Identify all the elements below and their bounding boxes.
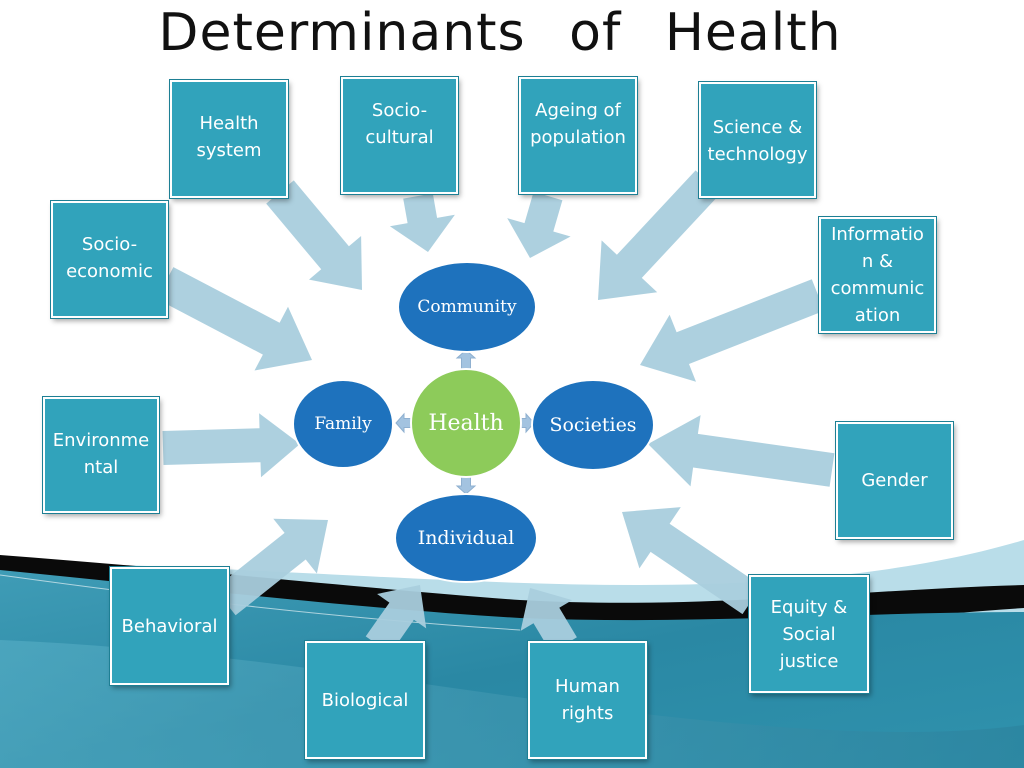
page-title: Determinants of Health <box>158 3 842 63</box>
box-science-technology: Science & technology <box>698 81 817 199</box>
box-equity-social-justice: Equity & Social justice <box>748 574 870 694</box>
arrow-environmental <box>162 413 300 478</box>
arrow-equity-social-justice <box>622 507 762 615</box>
arrow-gender <box>648 415 835 487</box>
node-individual <box>394 493 538 583</box>
node-societies <box>531 379 655 471</box>
arrow-biological <box>365 585 427 654</box>
node-family <box>292 379 394 469</box>
box-ageing-of-population: Ageing of population <box>518 76 638 195</box>
arrow-health-system <box>266 180 362 290</box>
node-community <box>397 261 537 353</box>
box-environmental: Environme ntal <box>42 396 160 514</box>
box-gender: Gender <box>835 421 954 540</box>
box-socio-cultural: Socio- cultural <box>340 76 459 195</box>
box-behavioral: Behavioral <box>109 566 230 686</box>
box-socio-economic: Socio- economic <box>50 200 169 319</box>
arrow-science-technology <box>598 170 721 300</box>
arrow-socio-cultural <box>389 193 455 252</box>
arrow-human-rights <box>520 588 577 653</box>
box-biological: Biological <box>304 640 426 760</box>
node-health <box>410 368 522 478</box>
arrow-behavioral <box>214 518 328 616</box>
arrow-socio-economic <box>156 267 312 371</box>
box-human-rights: Human rights <box>527 640 648 760</box>
box-information-communication: Informatio n & communic ation <box>818 216 937 334</box>
box-health-system: Health system <box>169 79 289 199</box>
arrow-information-communication <box>640 279 825 382</box>
arrow-ageing-of-population <box>507 191 571 258</box>
